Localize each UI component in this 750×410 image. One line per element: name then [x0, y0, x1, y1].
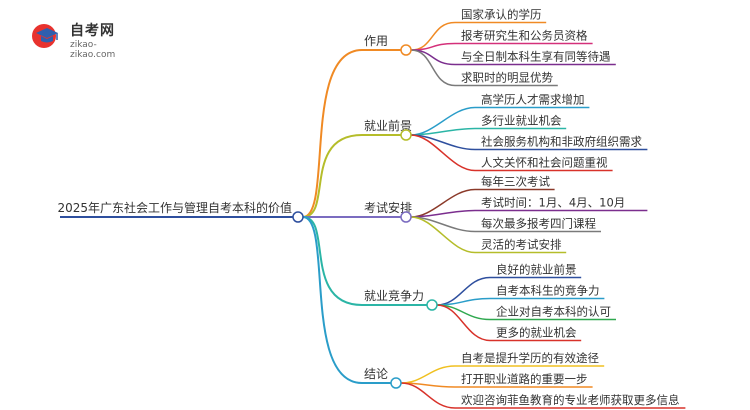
- leaf-label[interactable]: 多行业就业机会: [481, 114, 562, 128]
- branch-connector: [302, 216, 363, 306]
- branch-node-circle[interactable]: [390, 377, 402, 389]
- leaf-label[interactable]: 与全日制本科生享有同等待遇: [461, 50, 611, 64]
- leaf-connector: [410, 209, 476, 218]
- root-node-circle[interactable]: [292, 211, 304, 223]
- leaf-connector: [436, 304, 491, 342]
- leaf-label[interactable]: 每次最多报考四门课程: [481, 217, 596, 231]
- site-logo[interactable]: 自考网 zikao-zikao.com: [30, 18, 140, 60]
- branch-node-circle[interactable]: [400, 129, 412, 141]
- leaf-label[interactable]: 灵活的考试安排: [481, 238, 562, 252]
- leaf-label[interactable]: 欢迎咨询菲鱼教育的专业老师获取更多信息: [461, 393, 680, 407]
- branch-node-circle[interactable]: [426, 299, 438, 311]
- leaf-label[interactable]: 高学历人才需求增加: [481, 93, 585, 107]
- leaf-connector: [400, 382, 456, 409]
- branch-node-circle[interactable]: [400, 44, 412, 56]
- leaf-connector: [400, 365, 456, 384]
- leaf-connector: [410, 216, 476, 254]
- leaf-connector: [436, 297, 491, 306]
- leaf-label[interactable]: 企业对自考本科的认可: [496, 305, 611, 319]
- branch-node-circle[interactable]: [400, 211, 412, 223]
- leaf-label[interactable]: 每年三次考试: [481, 175, 550, 189]
- leaf-label[interactable]: 报考研究生和公务员资格: [461, 29, 588, 43]
- graduation-cap-icon: [32, 24, 58, 48]
- leaf-label[interactable]: 自考是提升学历的有效途径: [461, 351, 599, 365]
- leaf-connector: [410, 49, 456, 87]
- leaf-label[interactable]: 人文关怀和社会问题重视: [481, 156, 608, 170]
- leaf-label[interactable]: 更多的就业机会: [496, 326, 577, 340]
- leaf-connector: [410, 106, 476, 136]
- leaf-connector: [410, 49, 456, 66]
- logo-subtitle: zikao-zikao.com: [70, 40, 116, 60]
- leaf-connector: [410, 134, 476, 172]
- leaf-label[interactable]: 求职时的明显优势: [461, 71, 553, 85]
- branch-label[interactable]: 考试安排: [364, 200, 412, 215]
- leaf-label[interactable]: 良好的就业前景: [496, 263, 577, 277]
- branch-connector: [302, 134, 363, 218]
- leaf-label[interactable]: 国家承认的学历: [461, 8, 542, 22]
- branch-connector: [302, 216, 363, 384]
- leaf-label[interactable]: 打开职业道路的重要一步: [461, 372, 588, 386]
- leaf-connector: [410, 42, 456, 51]
- branch-label[interactable]: 就业竞争力: [364, 289, 424, 303]
- leaf-label[interactable]: 社会服务机构和非政府组织需求: [481, 135, 642, 149]
- leaf-connector: [410, 127, 476, 136]
- leaf-connector: [436, 276, 491, 306]
- branch-connector: [302, 49, 363, 218]
- mindmap-nodes: 2025年广东社会工作与管理自考本科的价值 作用 国家承认的学历报考研究生和公务员资…: [57, 8, 679, 408]
- branch-label[interactable]: 就业前景: [364, 118, 412, 133]
- branch-label[interactable]: 作用: [364, 34, 388, 48]
- leaf-connector: [410, 188, 476, 218]
- root-topic[interactable]: 2025年广东社会工作与管理自考本科的价值: [57, 200, 292, 215]
- leaf-label[interactable]: 考试时间：1月、4月、10月: [481, 196, 625, 210]
- mindmap-edges: [60, 21, 686, 409]
- branch-label[interactable]: 结论: [364, 367, 388, 381]
- logo-title: 自考网: [70, 23, 115, 39]
- leaf-label[interactable]: 自考本科生的竞争力: [496, 284, 600, 298]
